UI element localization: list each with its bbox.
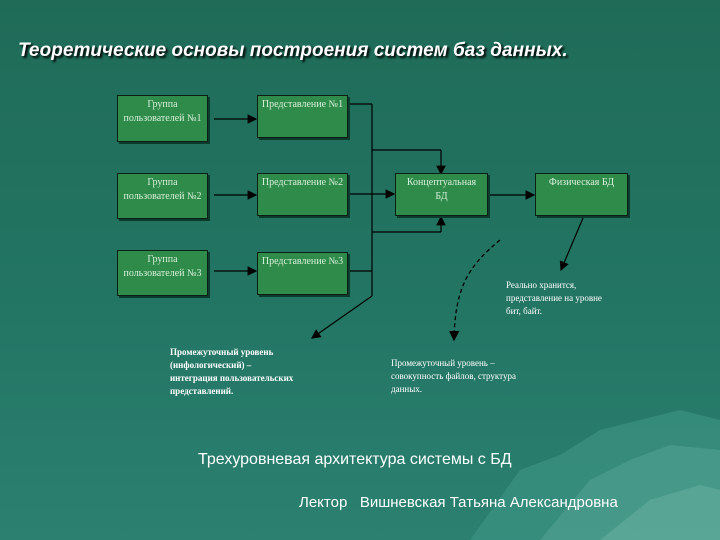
view-1-box: Представление №1	[257, 95, 348, 138]
bit-level-note: Реально хранится, представление на уровн…	[506, 280, 602, 316]
intermediate-level-note: Промежуточный уровень (инфологический) –…	[170, 347, 294, 396]
physical-db-box: Физическая БД	[535, 173, 628, 216]
user-group-3-box: Группа пользователей №3	[117, 250, 208, 296]
slide-title: Теоретические основы построения систем б…	[18, 40, 568, 61]
user-group-1-box: Группа пользователей №1	[117, 95, 208, 142]
lecturer-line: Лектор Вишневская Татьяна Александровна	[299, 494, 618, 511]
diagram-subtitle: Трехуровневая архитектура системы с БД	[198, 451, 512, 468]
user-group-2-box: Группа пользователей №2	[117, 173, 208, 219]
view-3-box: Представление №3	[257, 252, 348, 295]
file-level-note: Промежуточный уровень – совокупность фай…	[391, 358, 516, 394]
lecturer-label: Лектор	[299, 494, 348, 511]
view-2-box: Представление №2	[257, 173, 348, 216]
lecturer-name: Вишневская Татьяна Александровна	[359, 494, 618, 511]
conceptual-db-box: Концептуальная БД	[395, 173, 488, 216]
